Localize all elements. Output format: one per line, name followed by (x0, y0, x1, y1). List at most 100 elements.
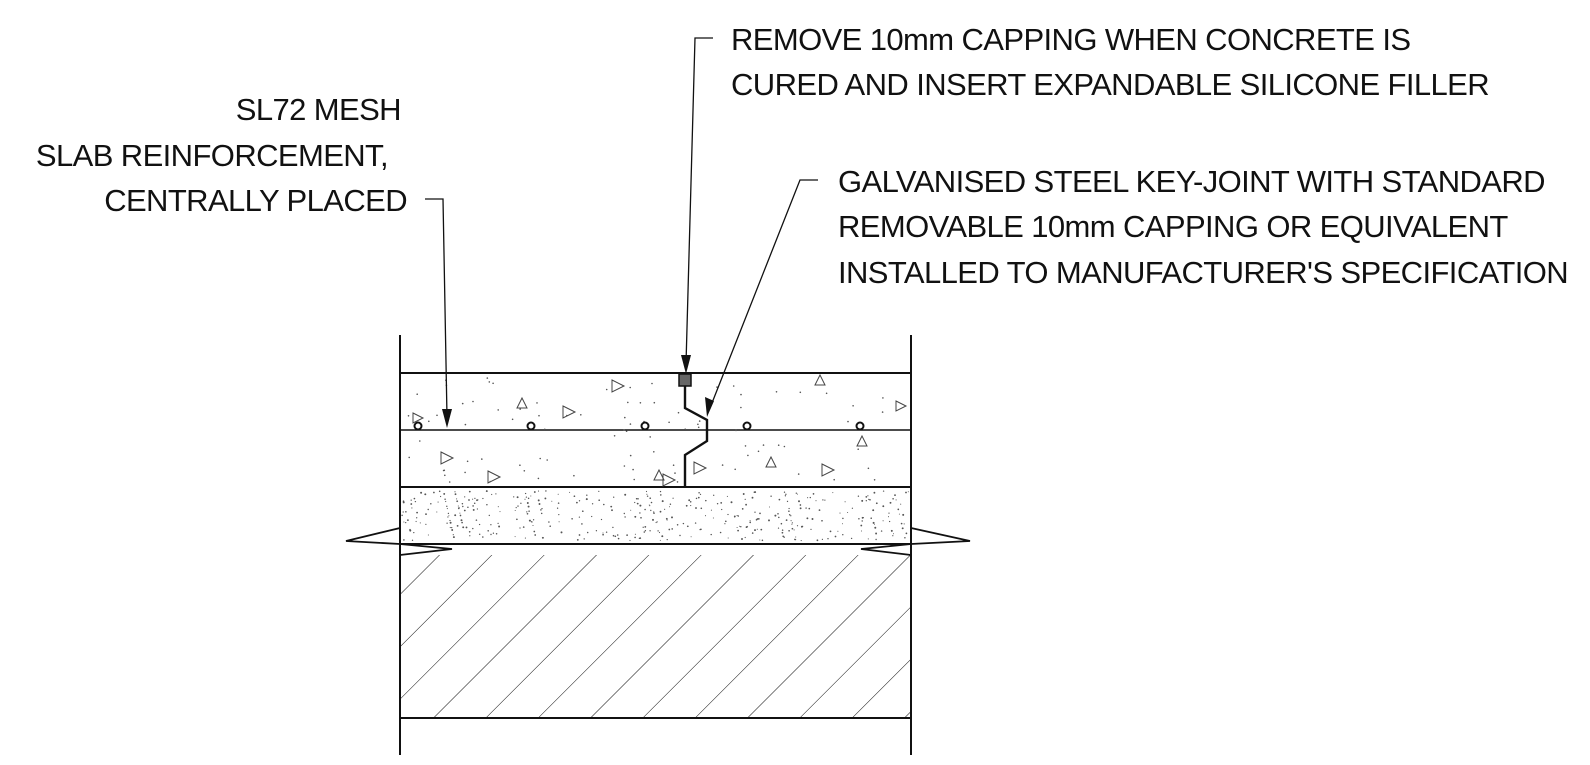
sand-dot (451, 526, 453, 529)
sand-dot (756, 528, 758, 530)
sand-dot (419, 522, 421, 524)
sand-dot (459, 514, 462, 517)
sand-dot (487, 530, 489, 532)
sand-dot (533, 530, 536, 533)
sand-dot (875, 538, 877, 541)
aggregate-dot (697, 426, 700, 429)
sand-dot (497, 522, 499, 525)
sand-dot (872, 521, 875, 524)
aggregate-dot (668, 421, 670, 424)
sand-dot (409, 529, 412, 532)
sand-dot (557, 502, 560, 504)
aggregate-dot (436, 414, 438, 417)
sand-dot (642, 526, 644, 528)
aggregate-dot (573, 474, 575, 477)
sand-dot (882, 490, 885, 492)
sand-dot (644, 530, 647, 532)
aggregate-dot (632, 468, 634, 471)
sand-dot (603, 503, 605, 506)
sand-dot (770, 495, 772, 497)
sand-dot (576, 538, 579, 541)
sand-dot (495, 533, 498, 535)
sand-dot (798, 500, 800, 503)
sand-dot (649, 497, 652, 500)
sand-dot (528, 519, 531, 522)
sand-dot (410, 499, 412, 501)
sand-dot (751, 532, 754, 534)
sand-dot (893, 533, 894, 535)
sand-dot (405, 511, 407, 513)
sand-dot (880, 530, 883, 532)
sand-dot (788, 510, 790, 512)
aggregate-dot (633, 478, 635, 481)
sand-dot (524, 492, 527, 495)
sand-dot (887, 516, 890, 518)
sand-dot (531, 521, 533, 523)
aggregate-mark (412, 412, 425, 424)
aggregate-dot (629, 454, 632, 457)
sand-dot (498, 525, 501, 528)
sand-dot (578, 516, 581, 518)
capping-strip (678, 373, 692, 387)
sand-dot (742, 493, 745, 495)
sand-dot (666, 519, 668, 521)
aggregate-dot (852, 405, 854, 407)
sand-dot (411, 539, 414, 541)
aggregate-dot (799, 391, 802, 394)
aggregate-dot (732, 385, 735, 387)
sand-dot (796, 525, 799, 527)
sand-dot (870, 517, 872, 519)
sand-dot (610, 505, 613, 508)
aggregate-dot (672, 464, 675, 467)
sand-dot (868, 498, 870, 500)
sand-dot (537, 499, 540, 502)
sand-dot (710, 509, 712, 511)
sand-dot (907, 491, 909, 493)
sand-dot (449, 527, 451, 529)
aggregate-dot (464, 471, 466, 474)
sand-dot (724, 520, 727, 523)
sand-dot (785, 493, 787, 495)
leader-keyjoint (705, 179, 818, 417)
sand-dot (832, 492, 834, 494)
sand-dot (774, 514, 777, 517)
aggregate-dot (472, 400, 474, 403)
sand-dot (800, 540, 802, 542)
sand-dot (749, 521, 752, 524)
sand-dot (655, 522, 657, 524)
sand-dot (874, 526, 877, 529)
sand-dot (811, 518, 814, 520)
sand-dot (473, 502, 476, 504)
keyjoint-note: GALVANISED STEEL KEY-JOINT WITH STANDARD… (838, 164, 1568, 290)
aggregate-dot (740, 393, 742, 396)
sand-dot (822, 499, 824, 501)
sand-dot (527, 505, 530, 508)
sand-dot (548, 521, 550, 523)
sand-dot (784, 495, 787, 497)
sand-dot (782, 535, 785, 538)
aggregate-dot (466, 460, 469, 463)
aggregate-dot (544, 428, 546, 431)
sand-dot (646, 493, 648, 495)
sand-dot (795, 492, 797, 494)
sand-dot (499, 511, 501, 513)
sand-dot (890, 529, 893, 532)
aggregate-mark (562, 405, 577, 419)
aggregate-dot (721, 464, 724, 466)
sand-dot (892, 498, 894, 500)
sand-dot (799, 504, 802, 506)
aggregate-dot (684, 428, 686, 431)
aggregate-dot (519, 408, 521, 410)
sand-dot (744, 498, 746, 500)
sand-dot (882, 520, 884, 522)
sand-dot (629, 539, 631, 542)
aggregate-dot (546, 459, 548, 461)
sand-dot (557, 493, 559, 495)
sand-dot (791, 523, 793, 525)
aggregate-mark (856, 434, 868, 447)
sand-dot (659, 539, 661, 541)
sand-dot (649, 505, 651, 507)
sand-dot (462, 526, 465, 529)
capping-note-line-2: CURED AND INSERT EXPANDABLE SILICONE FIL… (731, 67, 1489, 102)
sand-dot (402, 511, 404, 513)
